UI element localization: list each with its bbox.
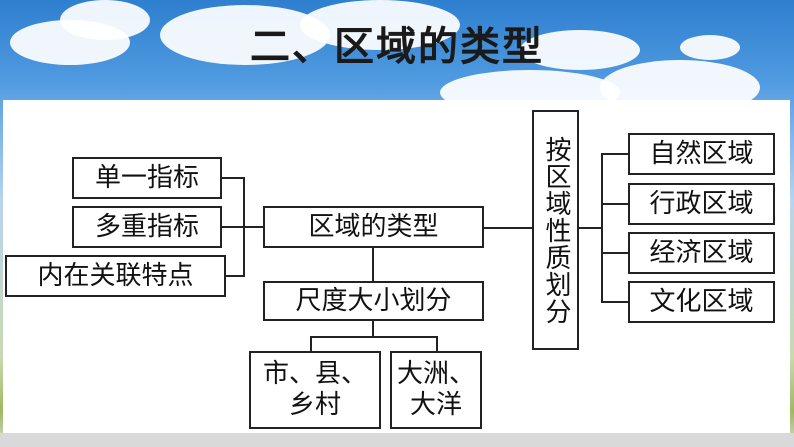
scale-example-box: 市、县、乡村 bbox=[249, 351, 381, 429]
connector bbox=[221, 177, 245, 179]
connector bbox=[372, 320, 374, 336]
property-division-label: 按区域性质划分 bbox=[541, 135, 572, 325]
connector bbox=[578, 227, 602, 229]
scale-division-box: 尺度大小划分 bbox=[263, 281, 484, 321]
property-item-box: 经济区域 bbox=[628, 232, 775, 274]
property-item-box: 自然区域 bbox=[628, 133, 775, 175]
connector bbox=[225, 275, 245, 277]
left-item-box: 内在关联特点 bbox=[5, 255, 226, 297]
property-division-box: 按区域性质划分 bbox=[532, 110, 579, 350]
center-box: 区域的类型 bbox=[263, 206, 484, 248]
page-title: 二、区域的类型 bbox=[250, 24, 544, 70]
connector bbox=[221, 226, 265, 228]
connector bbox=[601, 203, 628, 205]
cloud bbox=[520, 30, 640, 70]
connector bbox=[601, 153, 603, 303]
connector bbox=[601, 252, 628, 254]
property-item-box: 行政区域 bbox=[628, 183, 775, 225]
connector bbox=[483, 227, 533, 229]
cloud bbox=[160, 5, 330, 65]
left-item-box: 单一指标 bbox=[72, 157, 222, 199]
connector bbox=[601, 153, 628, 155]
connector bbox=[601, 301, 628, 303]
cloud bbox=[300, 0, 460, 50]
connector bbox=[310, 336, 312, 352]
scale-example-box: 大洲、大洋 bbox=[390, 351, 482, 429]
left-item-box: 多重指标 bbox=[72, 206, 222, 248]
connector bbox=[372, 248, 374, 282]
connector bbox=[310, 336, 438, 338]
cloud bbox=[60, 0, 150, 40]
connector bbox=[436, 336, 438, 352]
property-item-box: 文化区域 bbox=[628, 281, 775, 323]
cloud bbox=[680, 35, 740, 60]
bottom-bar bbox=[0, 433, 794, 447]
